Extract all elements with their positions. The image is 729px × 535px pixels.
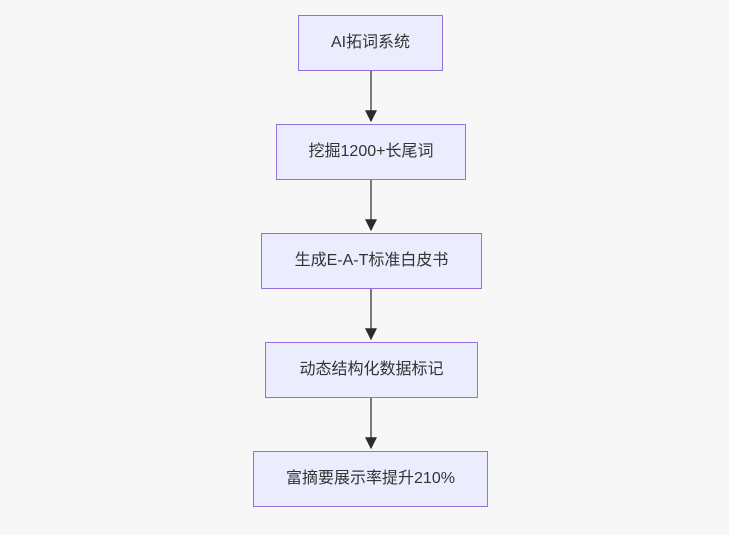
flow-node-label: 生成E-A-T标准白皮书	[294, 252, 449, 269]
flow-node-step-4: 动态结构化数据标记	[265, 342, 478, 398]
flow-node-label: 动态结构化数据标记	[299, 361, 444, 378]
flow-node-step-3: 生成E-A-T标准白皮书	[261, 233, 482, 289]
flow-node-step-5: 富摘要展示率提升210%	[253, 451, 488, 507]
flow-node-label: 富摘要展示率提升210%	[286, 470, 455, 487]
flow-node-step-1: AI拓词系统	[298, 15, 443, 71]
flow-node-label: AI拓词系统	[330, 34, 411, 51]
flow-node-label: 挖掘1200+长尾词	[308, 143, 434, 160]
flow-node-step-2: 挖掘1200+长尾词	[276, 124, 466, 180]
